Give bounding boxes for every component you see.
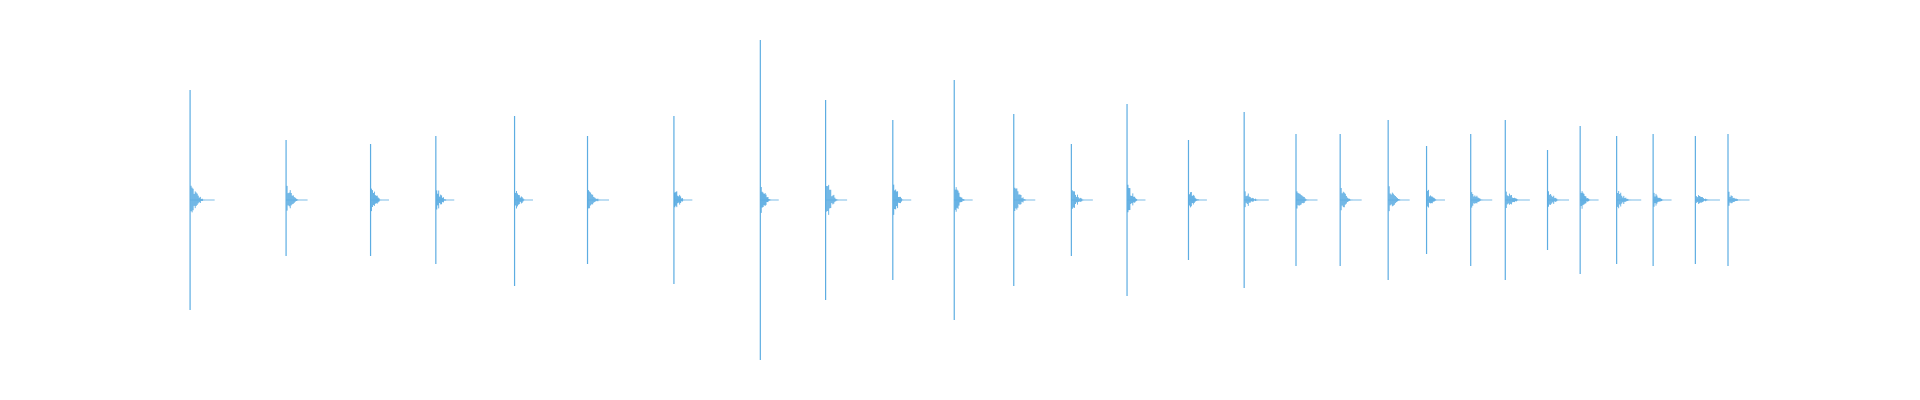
transient-1 xyxy=(189,90,215,310)
transient-7 xyxy=(673,116,693,284)
transient-tail xyxy=(1427,189,1438,208)
transient-28 xyxy=(1727,134,1750,266)
transient-19 xyxy=(1387,120,1410,280)
transient-24 xyxy=(1579,126,1599,274)
transient-17 xyxy=(1295,134,1318,266)
transient-13 xyxy=(1070,144,1093,256)
transient-25 xyxy=(1616,136,1642,264)
transient-10 xyxy=(892,120,912,280)
transient-23 xyxy=(1546,150,1570,250)
transient-5 xyxy=(513,116,533,286)
transient-tail xyxy=(1388,186,1402,212)
transient-tail xyxy=(1695,195,1711,204)
transient-tail xyxy=(674,191,685,208)
transient-27 xyxy=(1694,136,1720,264)
transient-tail xyxy=(1244,191,1259,208)
transient-tail xyxy=(1340,187,1354,211)
transient-2 xyxy=(285,140,308,256)
transient-14 xyxy=(1126,104,1146,296)
transient-tail xyxy=(190,185,205,213)
transient-tail xyxy=(1548,191,1561,207)
transient-15 xyxy=(1187,140,1207,260)
transient-11 xyxy=(953,80,973,320)
transient-9 xyxy=(824,100,848,300)
transient-26 xyxy=(1652,134,1672,266)
transient-22 xyxy=(1504,120,1530,280)
transient-tail xyxy=(1014,187,1027,211)
transient-21 xyxy=(1470,134,1493,266)
transient-6 xyxy=(586,136,610,264)
transient-tail xyxy=(1728,191,1741,206)
transient-12 xyxy=(1013,114,1036,286)
transient-tail xyxy=(588,190,601,209)
transient-18 xyxy=(1339,134,1362,266)
transient-16 xyxy=(1243,112,1269,288)
transient-tail xyxy=(286,185,299,211)
transient-4 xyxy=(435,136,455,264)
transient-tail xyxy=(1127,184,1139,213)
transient-tail xyxy=(954,187,966,212)
transient-3 xyxy=(369,144,389,256)
transient-8 xyxy=(759,40,779,360)
transient-20 xyxy=(1425,146,1445,254)
